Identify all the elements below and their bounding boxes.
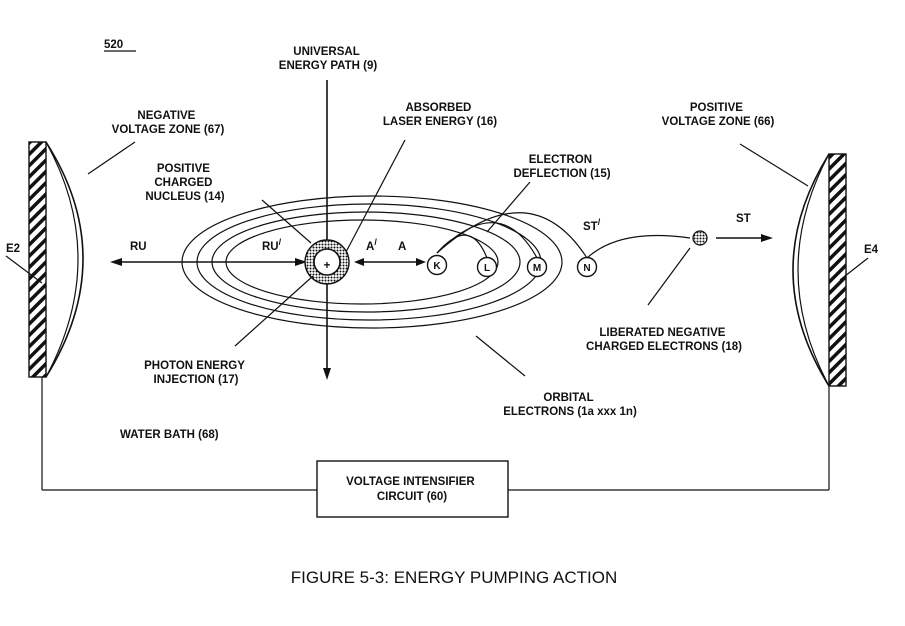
voltage-intensifier-box [316, 460, 509, 518]
svg-text:L: L [484, 263, 490, 274]
st-label: ST [736, 213, 751, 225]
a-arrow [354, 258, 426, 266]
orbital-l: L [476, 256, 498, 278]
e4-label: E4 [864, 244, 879, 256]
a-label: A [398, 241, 406, 253]
ru-arrow [110, 258, 307, 266]
positive-charged-nucleus-label: POSITIVE CHARGED NUCLEUS (14) [145, 163, 224, 203]
photon-energy-injection-label: PHOTON ENERGY INJECTION (17) [144, 360, 248, 386]
svg-text:M: M [533, 263, 541, 274]
universal-energy-path-arrow [323, 80, 331, 380]
electron-deflection-label: ELECTRON DEFLECTION (15) [513, 154, 610, 180]
st-arrow [716, 234, 773, 242]
orbital-n: N [576, 256, 598, 278]
e2-label: E2 [6, 243, 20, 255]
voltage-intensifier-label: VOLTAGE INTENSIFIER CIRCUIT (60) [346, 476, 478, 503]
svg-text:K: K [433, 261, 441, 272]
electron-deflection-arcs [436, 212, 588, 259]
water-bath-label: WATER BATH (68) [120, 429, 219, 441]
circuit-wire [41, 377, 830, 491]
positive-nucleus: + [304, 239, 350, 285]
liberated-electrons-label: LIBERATED NEGATIVE CHARGED ELECTRONS (18… [586, 327, 742, 353]
st-prime-label: ST/ [583, 217, 601, 233]
a-prime-label: A/ [366, 237, 377, 253]
universal-energy-path-label: UNIVERSAL ENERGY PATH (9) [279, 46, 378, 72]
nucleus-plus-symbol: + [324, 260, 331, 272]
liberated-electron [692, 230, 708, 246]
figure-reference-number: 520 [104, 39, 123, 51]
orbital-electrons-label: ORBITAL ELECTRONS (1a xxx 1n) [503, 392, 637, 418]
positive-electrode-e4 [792, 153, 847, 387]
negative-electrode-e2 [28, 141, 84, 378]
ru-label: RU [130, 241, 147, 253]
orbital-m: M [526, 256, 548, 278]
figure-caption: FIGURE 5-3: ENERGY PUMPING ACTION [291, 568, 618, 587]
svg-text:N: N [583, 263, 590, 274]
ru-prime-label: RU/ [262, 237, 282, 253]
leader-lines [5, 139, 869, 377]
positive-voltage-zone-label: POSITIVE VOLTAGE ZONE (66) [662, 102, 775, 128]
st-prime-path [586, 234, 691, 259]
orbital-k: K [426, 254, 448, 276]
negative-voltage-zone-label: NEGATIVE VOLTAGE ZONE (67) [112, 110, 225, 136]
absorbed-laser-energy-label: ABSORBED LASER ENERGY (16) [383, 102, 497, 128]
